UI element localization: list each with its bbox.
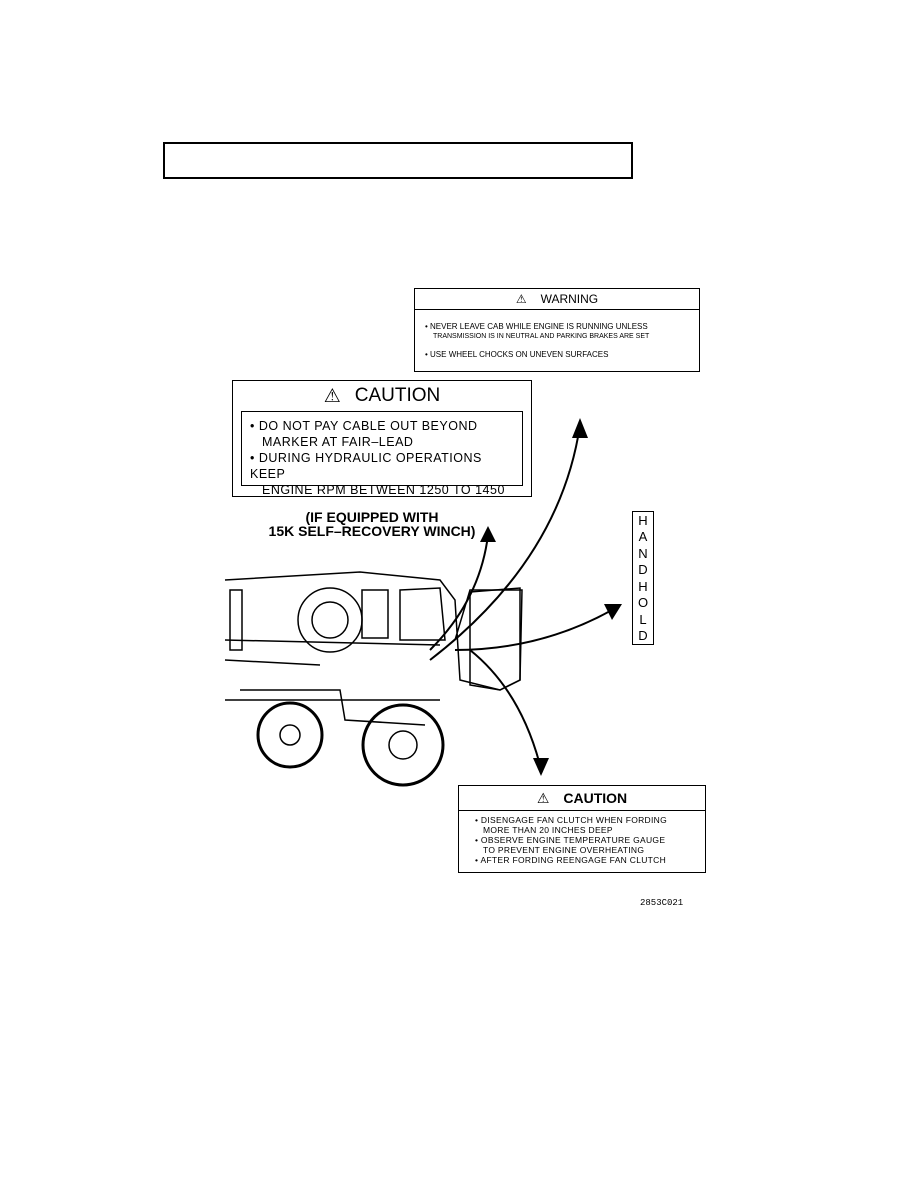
warning-sign: ⚠ WARNING • NEVER LEAVE CAB WHILE ENGINE …: [414, 288, 700, 372]
warning-triangle-icon: ⚠: [323, 385, 341, 407]
warning-triangle-icon: ⚠: [536, 789, 550, 806]
caution-line: • DO NOT PAY CABLE OUT BEYOND: [250, 419, 478, 433]
spare-tire: [297, 587, 363, 653]
caution-line: • DISENGAGE FAN CLUTCH WHEN FORDING: [475, 815, 667, 825]
letter: H: [638, 512, 648, 528]
caution-line: TO PREVENT ENGINE OVERHEATING: [483, 845, 645, 855]
arrowhead: [480, 526, 496, 542]
arrowhead: [572, 418, 588, 438]
warning-triangle-icon: ⚠: [515, 292, 527, 306]
front-wheel: [361, 703, 445, 787]
letter: N: [638, 545, 648, 561]
arrowhead: [533, 758, 549, 776]
arrow-warning: [429, 424, 581, 661]
caution-line: MARKER AT FAIR–LEAD: [262, 435, 414, 449]
winch-caution-sign: ⚠ CAUTION • DO NOT PAY CABLE OUT BEYOND M…: [232, 380, 532, 497]
letter: H: [638, 578, 648, 594]
caution-line: ENGINE RPM BETWEEN 1250 TO 1450: [262, 483, 505, 497]
arrow-winch: [429, 534, 489, 651]
handhold-label: H A N D H O L D: [632, 511, 654, 645]
letter: D: [638, 562, 648, 578]
winch-note-line: (IF EQUIPPED WITH: [305, 509, 439, 525]
cab-window: [361, 589, 389, 639]
letter: D: [638, 628, 648, 644]
fording-caution-sign: ⚠ CAUTION • DISENGAGE FAN CLUTCH WHEN FOR…: [458, 785, 706, 873]
caution-line: • OBSERVE ENGINE TEMPERATURE GAUGE: [475, 835, 666, 845]
title-box: [163, 142, 633, 179]
warning-line: TRANSMISSION IS IN NEUTRAL AND PARKING B…: [433, 333, 650, 340]
caution-title: CAUTION: [563, 790, 628, 806]
warning-title: WARNING: [540, 292, 599, 306]
caution-line: • AFTER FORDING REENGAGE FAN CLUTCH: [475, 855, 667, 865]
caution-title: CAUTION: [354, 385, 441, 406]
caution-line: • DURING HYDRAULIC OPERATIONS KEEP: [250, 451, 482, 481]
letter: O: [637, 595, 649, 611]
rear-wheel: [256, 701, 324, 769]
figure-id: 2853C021: [640, 898, 684, 908]
arrowhead: [604, 604, 622, 620]
winch-note-line: 15K SELF–RECOVERY WINCH): [268, 523, 476, 539]
warning-line: • USE WHEEL CHOCKS ON UNEVEN SURFACES: [425, 350, 609, 359]
winch-note: (IF EQUIPPED WITH 15K SELF–RECOVERY WINC…: [262, 510, 482, 538]
arrow-handhold: [454, 609, 613, 651]
arrow-fording: [469, 649, 541, 766]
warning-line: • NEVER LEAVE CAB WHILE ENGINE IS RUNNIN…: [425, 322, 648, 331]
caution-line: MORE THAN 20 INCHES DEEP: [483, 825, 613, 835]
letter: A: [638, 529, 648, 545]
letter: L: [639, 611, 647, 627]
